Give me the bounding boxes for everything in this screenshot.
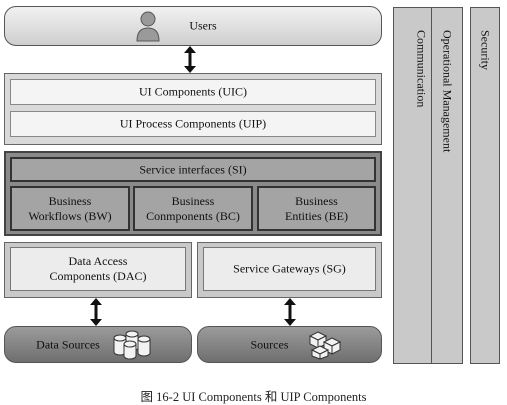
security-label: Security xyxy=(478,30,493,70)
communication-label: Communication xyxy=(414,30,429,108)
double-arrow-icon xyxy=(184,46,196,73)
business-components-label: Business Conmponents (BC) xyxy=(146,193,240,223)
data-sources-box: Data Sources xyxy=(4,326,192,363)
security-bar: Security xyxy=(470,7,500,364)
data-access-components-box: Data Access Components (DAC) xyxy=(10,247,186,291)
double-arrow-icon xyxy=(284,298,296,326)
ui-components-box: UI Components (UIC) xyxy=(10,79,376,105)
business-components-box: Business Conmponents (BC) xyxy=(133,186,253,231)
business-workflows-box: Business Workflows (BW) xyxy=(10,186,130,231)
service-interfaces-box: Service interfaces (SI) xyxy=(10,157,376,182)
cube-cluster-icon xyxy=(308,331,342,360)
data-sources-label: Data Sources xyxy=(36,337,100,351)
ui-process-components-box: UI Process Components (UIP) xyxy=(10,111,376,137)
uic-label: UI Components (UIC) xyxy=(139,84,247,99)
double-arrow-icon xyxy=(90,298,102,326)
business-entities-label: Business Entities (BE) xyxy=(285,193,348,223)
user-icon xyxy=(136,11,160,42)
sources-box: Sources xyxy=(197,326,382,363)
operational-management-label: Operational Management xyxy=(440,30,455,153)
database-cylinders-icon xyxy=(113,330,151,360)
figure-caption: 图 16-2 UI Components 和 UIP Components xyxy=(140,390,367,404)
operational-management-bar: Operational Management xyxy=(431,7,463,364)
business-workflows-label: Business Workflows (BW) xyxy=(28,193,112,223)
sources-label: Sources xyxy=(250,337,289,351)
uip-label: UI Process Components (UIP) xyxy=(119,116,267,131)
users-label: Users xyxy=(189,18,217,33)
service-gateways-box: Service Gateways (SG) xyxy=(203,247,376,291)
dac-label: Data Access Components (DAC) xyxy=(49,254,147,283)
service-gateways-label: Service Gateways (SG) xyxy=(233,261,346,276)
business-entities-box: Business Entities (BE) xyxy=(257,186,376,231)
service-interfaces-label: Service interfaces (SI) xyxy=(139,162,247,176)
users-box: Users xyxy=(4,6,382,46)
